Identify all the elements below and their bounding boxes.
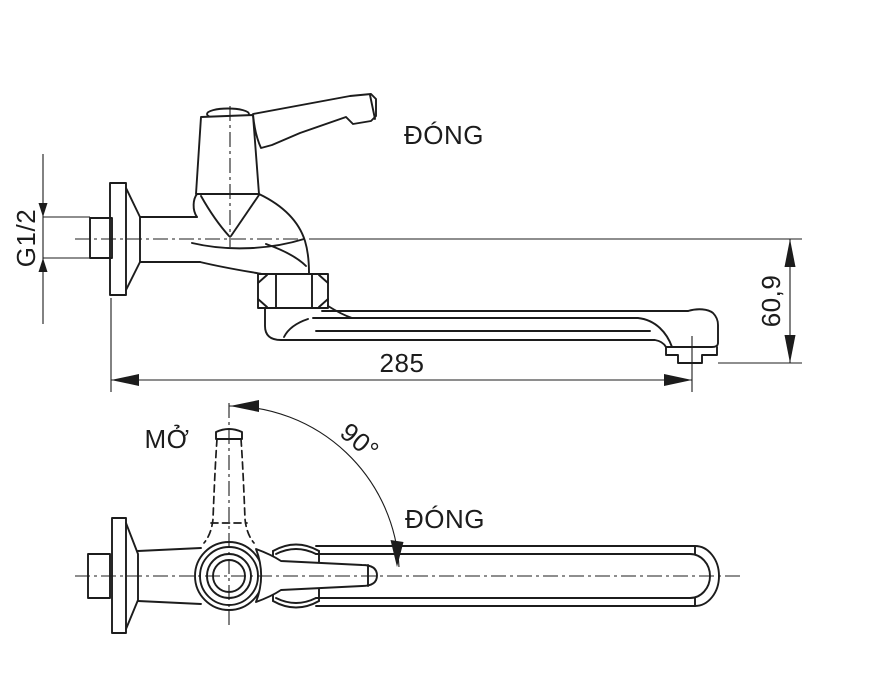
hex-nut-side [257, 273, 329, 309]
inlet-nipple-plan [87, 553, 111, 599]
wall-flange-plan [111, 517, 127, 634]
label-closed-side-view: ĐÓNG [404, 120, 484, 150]
thread-dimension-text: G1/2 [11, 209, 41, 267]
dimension-thread-g12: G1/2 [11, 154, 90, 324]
inlet-nipple-side [89, 217, 113, 259]
aerator-side [665, 346, 718, 364]
handle-lever-plan-open [203, 438, 218, 544]
angle-dimension-text: 90° [335, 416, 386, 465]
arrowhead [38, 203, 48, 217]
handle-lever-plan-open-cap [215, 428, 243, 440]
arrowhead [784, 239, 796, 267]
body-tube-side [139, 216, 201, 263]
arrowhead [38, 258, 48, 272]
height-dimension-text: 60,9 [756, 275, 786, 328]
spout-side [264, 307, 667, 348]
arrowhead [111, 374, 139, 386]
label-open-plan-view: MỞ [145, 423, 190, 454]
dimension-height-609: 60,9 [310, 238, 802, 364]
body-tube-plan [137, 547, 202, 605]
dimension-length-285: 285 [110, 298, 693, 392]
arrowhead [230, 400, 259, 412]
label-closed-plan-view: ĐÓNG [405, 504, 485, 534]
wall-flange-side [109, 182, 127, 296]
arrowhead [664, 374, 692, 386]
spout-tip-side [665, 308, 719, 348]
arrowhead [390, 540, 404, 567]
dimension-angle-90: 90° [228, 400, 404, 568]
length-dimension-text: 285 [380, 348, 425, 378]
spout-plan [315, 545, 696, 607]
valve-bonnet-side [195, 114, 260, 195]
handle-lever-side [252, 93, 377, 149]
faucet-plan-view [75, 403, 742, 634]
arrowhead [784, 335, 796, 363]
faucet-side-view [75, 93, 719, 364]
